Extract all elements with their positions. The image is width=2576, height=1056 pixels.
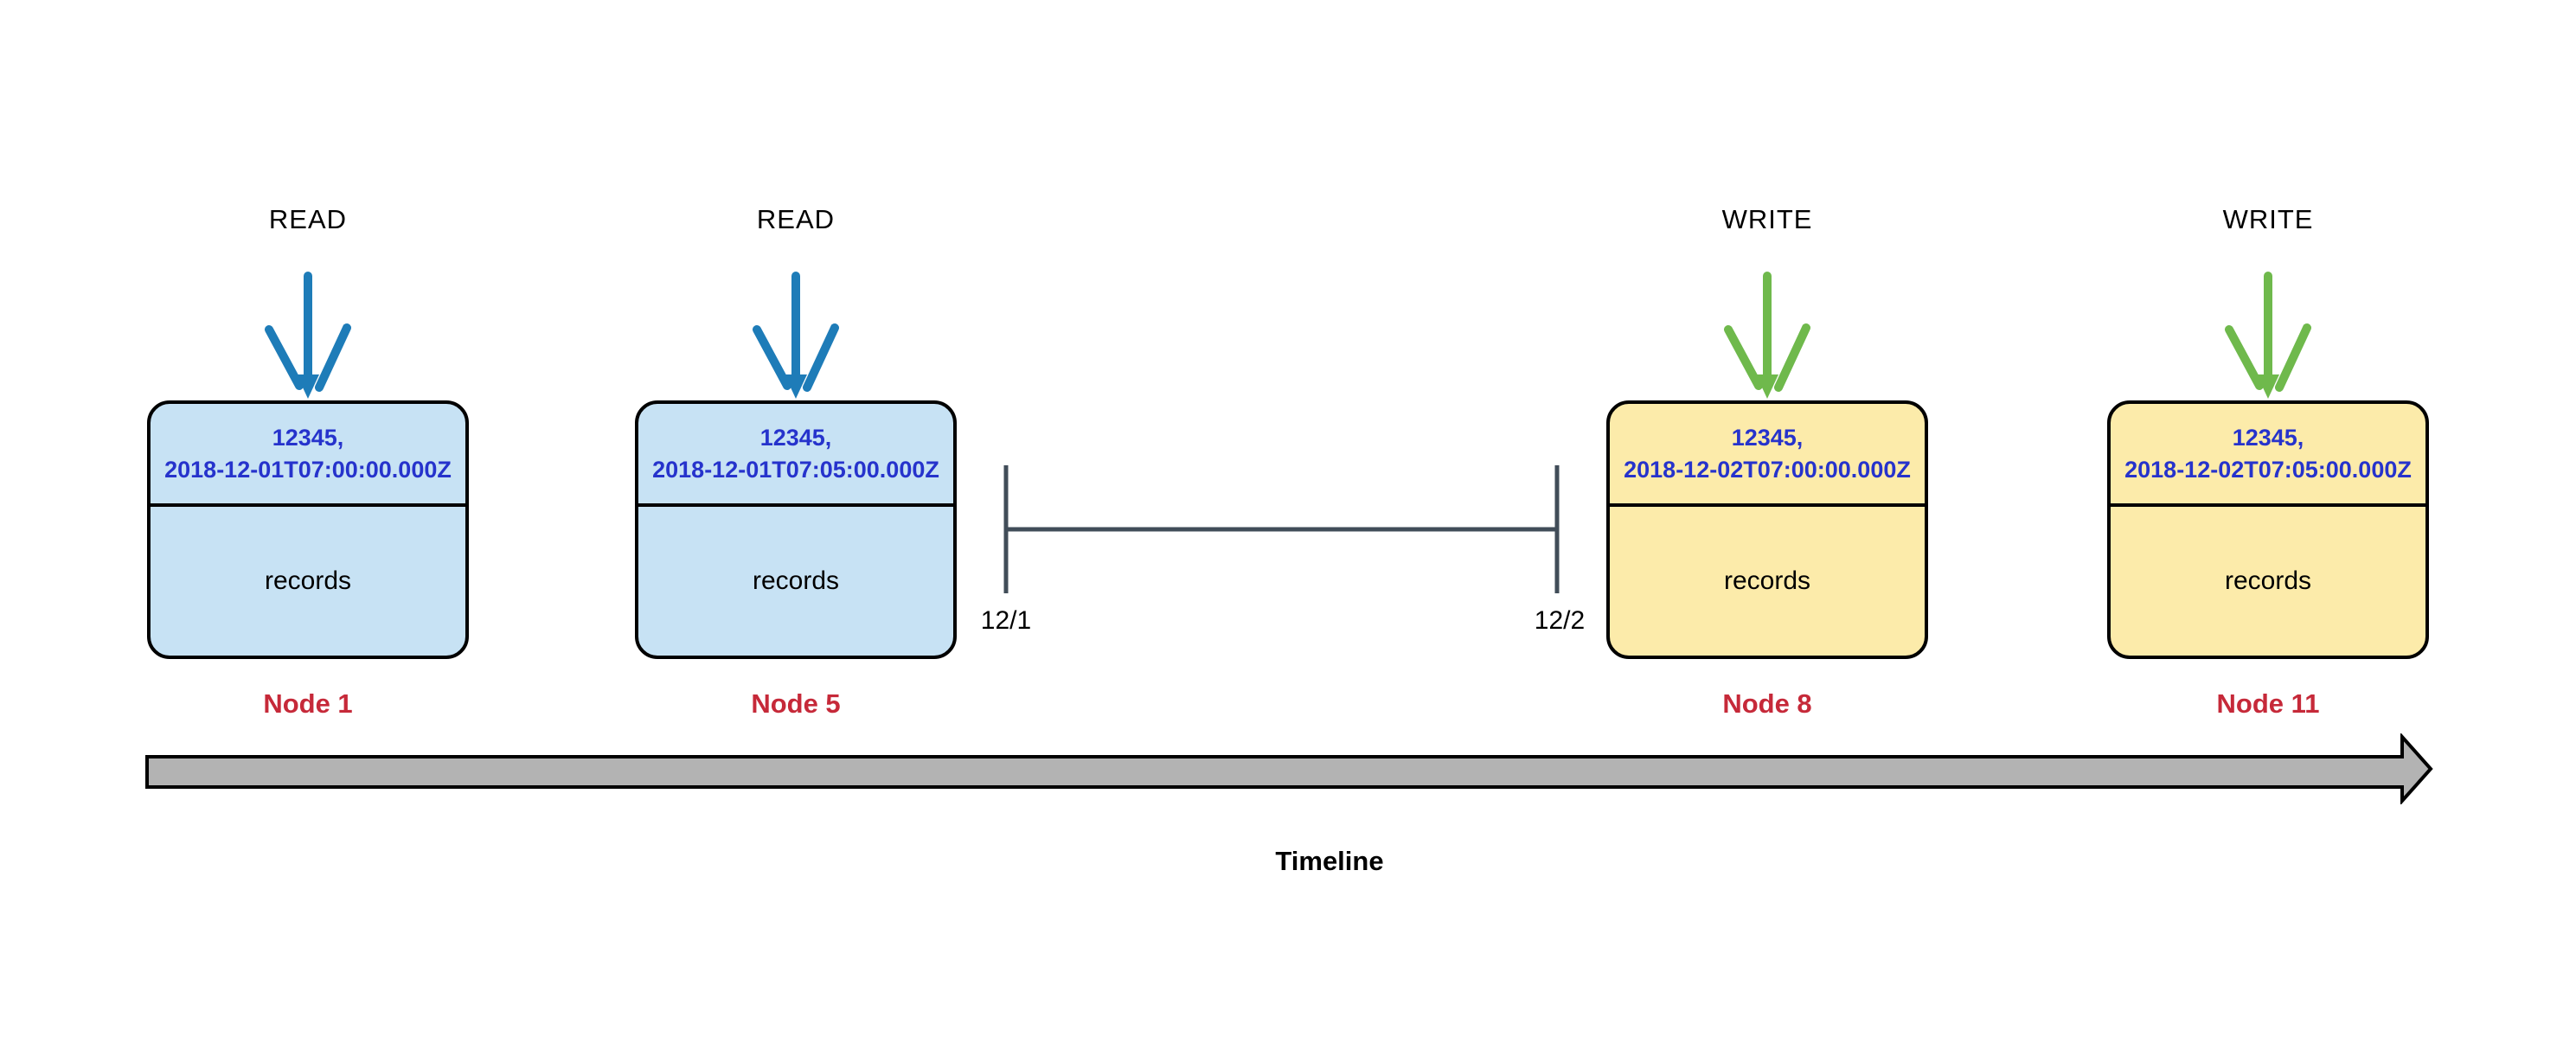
node-timestamp: 2018-12-01T07:00:00.000Z bbox=[164, 456, 452, 483]
interval-end-label: 12/2 bbox=[1534, 606, 1586, 635]
node-box: 12345, 2018-12-01T07:05:00.000Z records bbox=[635, 400, 957, 659]
timeline-label: Timeline bbox=[1275, 846, 1384, 876]
down-arrow-icon bbox=[2225, 272, 2311, 399]
node-box: 12345, 2018-12-02T07:05:00.000Z records bbox=[2107, 400, 2429, 659]
operation-label: WRITE bbox=[2222, 204, 2314, 234]
node-records: records bbox=[2224, 566, 2312, 595]
node-timestamp: 2018-12-02T07:05:00.000Z bbox=[2124, 456, 2412, 483]
node-key: 12345, bbox=[759, 424, 832, 451]
node-key: 12345, bbox=[2232, 424, 2304, 451]
down-arrow-icon bbox=[265, 272, 351, 399]
node-records: records bbox=[264, 566, 352, 595]
node-box: 12345, 2018-12-02T07:00:00.000Z records bbox=[1606, 400, 1928, 659]
node-box: 12345, 2018-12-01T07:00:00.000Z records bbox=[147, 400, 469, 659]
node-key: 12345, bbox=[272, 424, 344, 451]
node-header: 12345, 2018-12-02T07:00:00.000Z bbox=[1610, 404, 1925, 507]
node-header: 12345, 2018-12-01T07:00:00.000Z bbox=[151, 404, 465, 507]
node-timestamp: 2018-12-01T07:05:00.000Z bbox=[652, 456, 939, 483]
node-timestamp: 2018-12-02T07:00:00.000Z bbox=[1624, 456, 1911, 483]
node-group-3: WRITE 12345, 2018-12-02T07:00:00.000Z re… bbox=[1606, 0, 1928, 744]
node-label: Node 1 bbox=[263, 688, 353, 719]
node-records: records bbox=[1723, 566, 1811, 595]
date-interval-marker bbox=[1003, 465, 1560, 593]
node-group-1: READ 12345, 2018-12-01T07:00:00.000Z rec… bbox=[147, 0, 469, 744]
node-label: Node 8 bbox=[1722, 688, 1812, 719]
down-arrow-icon bbox=[1724, 272, 1810, 399]
interval-start-label: 12/1 bbox=[980, 606, 1032, 635]
operation-label: WRITE bbox=[1721, 204, 1813, 234]
node-group-4: WRITE 12345, 2018-12-02T07:05:00.000Z re… bbox=[2107, 0, 2429, 744]
node-group-2: READ 12345, 2018-12-01T07:05:00.000Z rec… bbox=[635, 0, 957, 744]
down-arrow-icon bbox=[753, 272, 839, 399]
operation-label: READ bbox=[268, 204, 348, 234]
node-label: Node 11 bbox=[2216, 688, 2320, 719]
operation-label: READ bbox=[756, 204, 836, 234]
node-label: Node 5 bbox=[751, 688, 841, 719]
timeline-arrow-shape bbox=[145, 733, 2433, 804]
timeline-arrow-icon bbox=[145, 733, 2433, 804]
node-records: records bbox=[752, 566, 840, 595]
node-header: 12345, 2018-12-01T07:05:00.000Z bbox=[638, 404, 953, 507]
node-key: 12345, bbox=[1731, 424, 1804, 451]
node-header: 12345, 2018-12-02T07:05:00.000Z bbox=[2111, 404, 2425, 507]
